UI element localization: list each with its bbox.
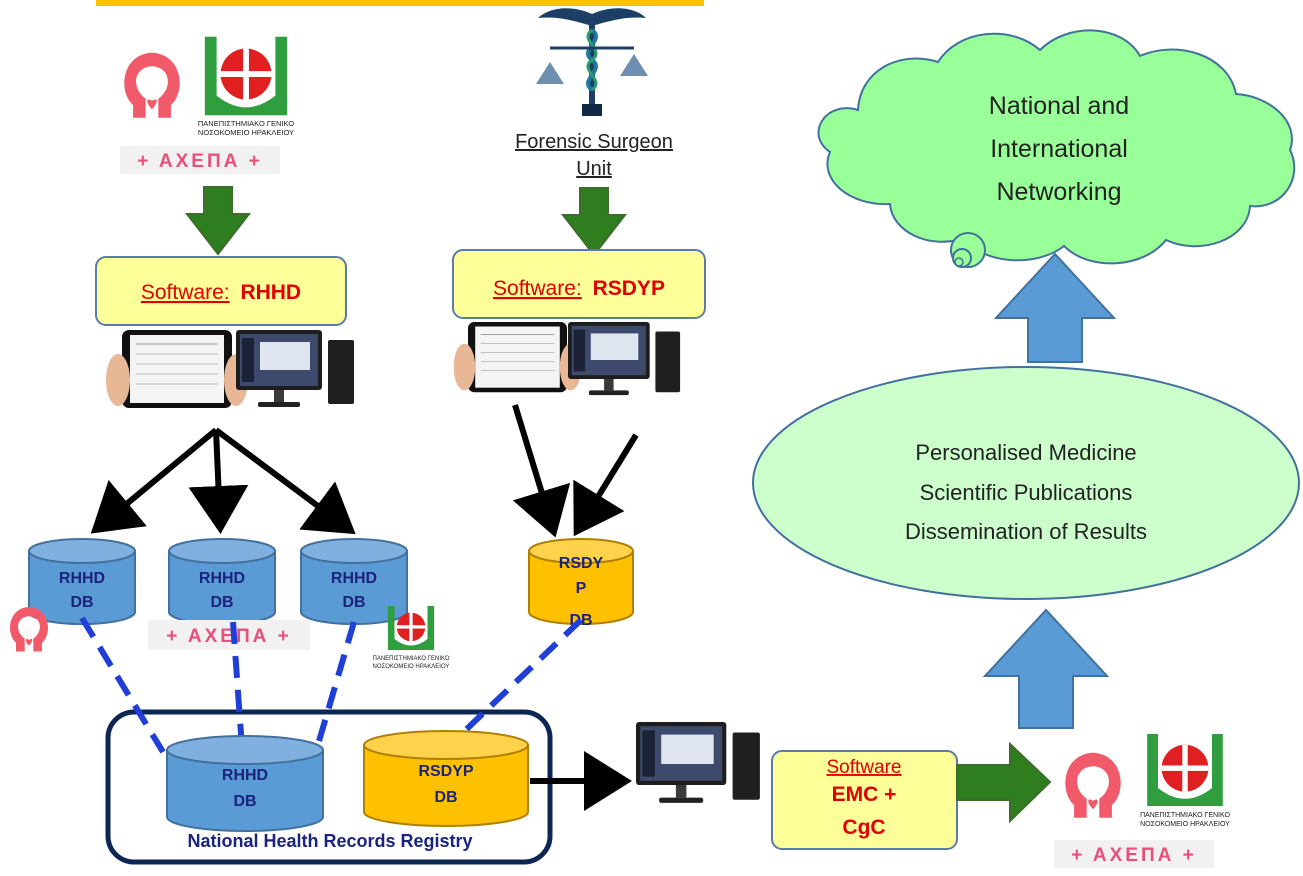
- hospital-logo: ΠΑΝΕΠΙΣΤΗΜΙΑΚΟ ΓΕΝΙΚΟ ΝΟΣΟΚΟΜΕΙΟ ΗΡΑΚΛΕΙ…: [198, 36, 294, 137]
- blue-arrow-up-lower: [982, 608, 1110, 729]
- svg-text:DB: DB: [342, 594, 365, 611]
- svg-text:Dissemination of Results: Dissemination of Results: [905, 519, 1147, 544]
- software-rsdyp-box: Software: RSDYP: [452, 249, 706, 319]
- forensic-unit-label-line1: Forensic Surgeon: [515, 131, 673, 153]
- svg-text:International: International: [990, 135, 1128, 163]
- svg-text:National and: National and: [989, 92, 1129, 120]
- svg-text:P: P: [576, 580, 587, 597]
- networking-cloud: National and International Networking: [817, 29, 1296, 268]
- svg-text:DB: DB: [233, 793, 256, 810]
- desktop-analysis-icon: [636, 722, 760, 803]
- registry-label: National Health Records Registry: [187, 831, 472, 851]
- svg-text:+ ΑΧΕΠΑ +: + ΑΧΕΠΑ +: [166, 626, 292, 647]
- forensic-unit-label-line2: Unit: [576, 158, 612, 180]
- green-arrow-down-rsdyp: [560, 187, 628, 257]
- tablet-rsdyp-icon: [453, 321, 582, 393]
- svg-text:RHHD: RHHD: [59, 570, 105, 587]
- svg-text:DB: DB: [210, 594, 233, 611]
- green-arrow-right: [956, 741, 1052, 824]
- blue-arrow-up-upper: [993, 252, 1117, 363]
- svg-text:Software: RSDYP: Software: RSDYP: [493, 277, 665, 300]
- axepa-logo-small: + ΑΧΕΠΑ +: [148, 620, 310, 650]
- rhhd-distribution-arrows: [90, 427, 356, 535]
- registry-db-rsdyp: RSDYP DB: [363, 730, 529, 827]
- svg-text:DB: DB: [434, 789, 457, 806]
- outcomes-ellipse: Personalised Medicine Scientific Publica…: [752, 366, 1300, 600]
- db-cylinder-rsdyp: RSDY P DB: [528, 538, 634, 629]
- axepa-logo-bottom: + ΑΧΕΠΑ +: [1054, 840, 1214, 868]
- svg-text:RHHD: RHHD: [331, 570, 377, 587]
- svg-text:Scientific Publications: Scientific Publications: [920, 480, 1133, 505]
- db-sync-dashed-lines: [79, 616, 584, 754]
- axepa-logo: + ΑΧΕΠΑ +: [120, 146, 280, 174]
- svg-text:+ ΑΧΕΠΑ +: + ΑΧΕΠΑ +: [1071, 845, 1197, 866]
- svg-text:ΠΑΝΕΠΙΣΤΗΜΙΑΚΟ ΓΕΝΙΚΟ: ΠΑΝΕΠΙΣΤΗΜΙΑΚΟ ΓΕΝΙΚΟ: [1140, 812, 1230, 819]
- top-accent-bar: [96, 0, 704, 6]
- green-arrow-down-rhhd: [184, 186, 252, 256]
- svg-text:RHHD: RHHD: [222, 767, 268, 784]
- rsdyp-distribution-arrows: [512, 404, 639, 538]
- svg-text:Networking: Networking: [996, 178, 1121, 206]
- software-emc-box: Software EMC + CgC: [771, 750, 958, 850]
- omega-logo-bottom: [1065, 752, 1121, 818]
- hospital-logo-bottom: ΠΑΝΕΠΙΣΤΗΜΙΑΚΟ ΓΕΝΙΚΟ ΝΟΣΟΚΟΜΕΙΟ ΗΡΑΚΛΕΙ…: [1140, 734, 1230, 828]
- svg-text:DB: DB: [70, 594, 93, 611]
- svg-text:ΝΟΣΟΚΟΜΕΙΟ ΗΡΑΚΛΕΙΟΥ: ΝΟΣΟΚΟΜΕΙΟ ΗΡΑΚΛΕΙΟΥ: [373, 664, 450, 670]
- registry-db-rhhd: RHHD DB: [166, 735, 324, 832]
- desktop-rhhd-icon: [236, 330, 354, 407]
- svg-text:+ ΑΧΕΠΑ +: + ΑΧΕΠΑ +: [137, 151, 263, 172]
- software-rhhd-box: Software: RHHD: [95, 256, 347, 326]
- svg-text:ΠΑΝΕΠΙΣΤΗΜΙΑΚΟ ΓΕΝΙΚΟ: ΠΑΝΕΠΙΣΤΗΜΙΑΚΟ ΓΕΝΙΚΟ: [198, 119, 294, 128]
- svg-text:RSDYP: RSDYP: [418, 763, 473, 780]
- svg-text:ΝΟΣΟΚΟΜΕΙΟ ΗΡΑΚΛΕΙΟΥ: ΝΟΣΟΚΟΜΕΙΟ ΗΡΑΚΛΕΙΟΥ: [198, 128, 294, 137]
- svg-text:CgC: CgC: [842, 816, 885, 839]
- omega-logo: [124, 52, 180, 118]
- svg-text:ΝΟΣΟΚΟΜΕΙΟ ΗΡΑΚΛΕΙΟΥ: ΝΟΣΟΚΟΜΕΙΟ ΗΡΑΚΛΕΙΟΥ: [1140, 821, 1230, 828]
- hospital-logo-small: ΠΑΝΕΠΙΣΤΗΜΙΑΚΟ ΓΕΝΙΚΟ ΝΟΣΟΚΟΜΕΙΟ ΗΡΑΚΛΕΙ…: [373, 606, 450, 670]
- svg-text:Software: RHHD: Software: RHHD: [141, 281, 301, 304]
- omega-logo-small: [10, 606, 48, 652]
- svg-text:Personalised Medicine: Personalised Medicine: [915, 440, 1136, 465]
- svg-text:RSDY: RSDY: [559, 555, 604, 572]
- db-cylinder-rhhd-2: RHHD DB: [168, 538, 276, 625]
- svg-text:Software: Software: [827, 757, 902, 778]
- tablet-rhhd-icon: [105, 329, 249, 409]
- db-cylinder-rhhd-1: RHHD DB: [28, 538, 136, 625]
- svg-text:RHHD: RHHD: [199, 570, 245, 587]
- caduceus-scales-icon: [536, 8, 648, 116]
- desktop-rsdyp-icon: [568, 322, 681, 396]
- svg-text:ΠΑΝΕΠΙΣΤΗΜΙΑΚΟ ΓΕΝΙΚΟ: ΠΑΝΕΠΙΣΤΗΜΙΑΚΟ ΓΕΝΙΚΟ: [373, 656, 450, 662]
- svg-text:EMC +: EMC +: [832, 783, 897, 806]
